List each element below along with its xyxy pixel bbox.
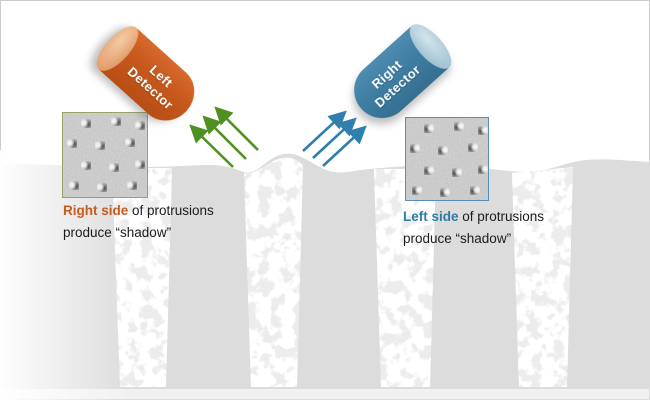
bottom-highlight-strip (1, 389, 649, 399)
left-caption-line2: produce “shadow” (63, 225, 172, 240)
left-caption-line1: Right side of protrusions (63, 203, 214, 218)
sem-inset-shadow-on-right (62, 112, 148, 198)
left-caption: Right side of protrusions produce “shado… (63, 200, 214, 244)
protrusion-dot (135, 160, 145, 169)
protrusion-dot (125, 138, 135, 147)
beam-to-right-detector (302, 110, 367, 167)
right-caption-line1: Left side of protrusions (403, 209, 545, 224)
protrusion-dot (81, 119, 91, 128)
beam-to-left-detector (189, 106, 259, 168)
protrusion-dot (424, 166, 434, 175)
protrusion-dot (452, 168, 462, 177)
protrusion-dot (109, 163, 119, 172)
protrusion-dot (81, 161, 91, 170)
right-caption-line2: produce “shadow” (403, 231, 512, 246)
sem-inset-shadow-on-left (405, 117, 489, 201)
protrusion-dot (95, 141, 105, 150)
protrusion-dot (135, 121, 145, 130)
protrusion-dot (127, 181, 137, 190)
protrusion-dot (438, 146, 448, 155)
right-caption: Left side of protrusions produce “shadow… (403, 206, 544, 250)
protrusion-dot (468, 143, 478, 152)
protrusion-dot (470, 186, 480, 195)
protrusion-dot (440, 188, 450, 197)
protrusion-dot (67, 139, 77, 148)
protrusion-dot (69, 181, 79, 190)
right-caption-highlight: Left side (403, 209, 459, 224)
protrusion-dot (424, 124, 434, 133)
protrusion-dot (410, 144, 420, 153)
left-caption-highlight: Right side (63, 203, 129, 218)
protrusion-dot (97, 183, 107, 192)
protrusion-dot (111, 117, 121, 126)
protrusion-dot (412, 186, 422, 195)
protrusion-dot (454, 122, 464, 131)
protrusion-dot (478, 126, 488, 135)
protrusion-dot (478, 165, 488, 174)
